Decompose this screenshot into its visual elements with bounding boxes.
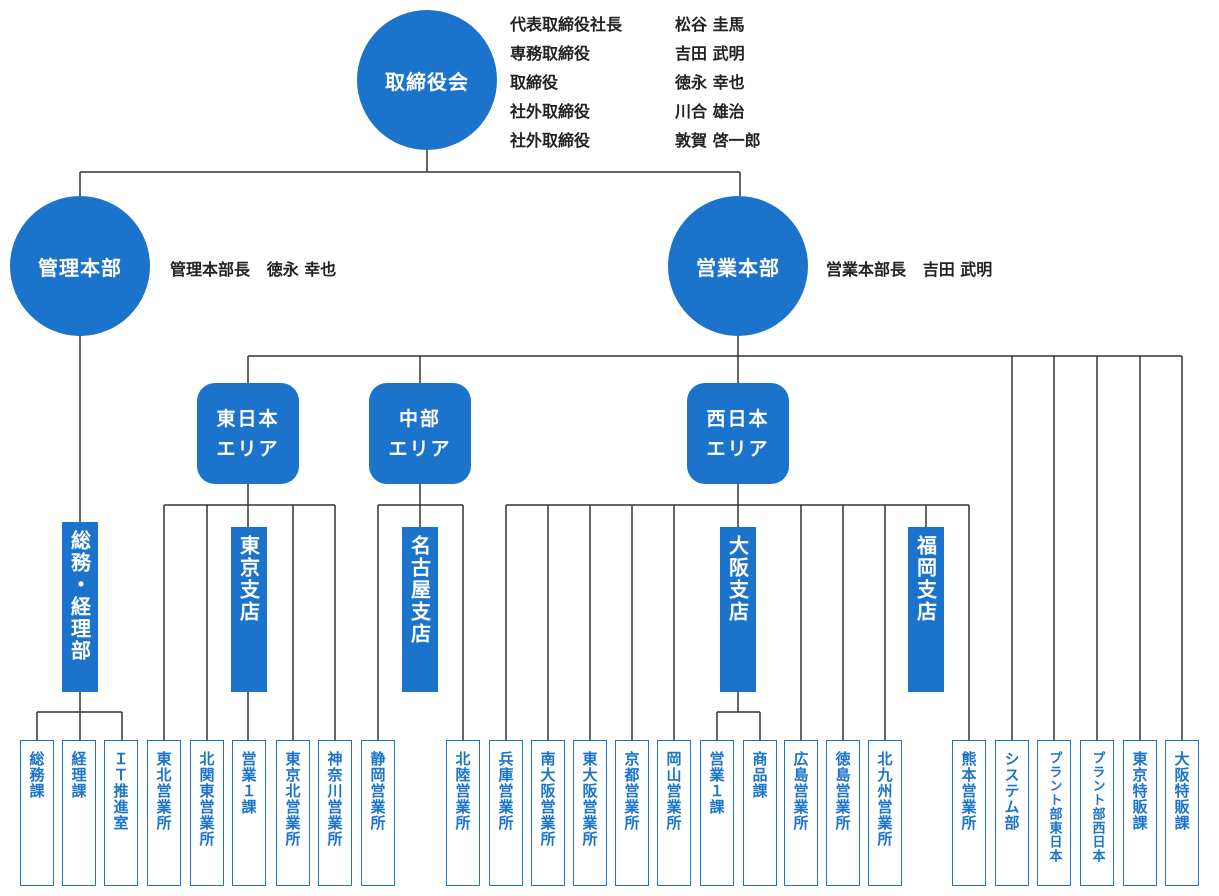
leaf-unit: 徳島営業所 [826, 740, 860, 886]
leaf-unit: 大阪特販課 [1165, 740, 1199, 886]
leaf-unit: プラント部西日本 [1080, 740, 1114, 886]
central-area-node: 中部 エリア [369, 383, 471, 484]
leaf-unit: 広島営業所 [784, 740, 818, 886]
leaf-unit: 神奈川営業所 [318, 740, 352, 886]
board-member: 取締役徳永 幸也 [510, 73, 745, 92]
leaf-unit: プラント部東日本 [1037, 740, 1071, 886]
leaf-unit: 静岡営業所 [361, 740, 395, 886]
leaf-unit: 商品課 [743, 740, 777, 886]
sales-hq-node: 営業本部 [668, 196, 808, 336]
osaka-branch: 大阪支店 [720, 527, 756, 692]
leaf-unit: システム部 [995, 740, 1029, 886]
board-member: 代表取締役社長松谷 圭馬 [510, 15, 745, 34]
leaf-unit: ＩＴ推進室 [104, 740, 138, 886]
leaf-unit: 熊本営業所 [952, 740, 986, 886]
leaf-unit: 北九州営業所 [868, 740, 902, 886]
admin-hq-head: 管理本部長 徳永 幸也 [170, 260, 337, 279]
leaf-unit: 京都営業所 [615, 740, 649, 886]
nagoya-branch: 名古屋支店 [402, 527, 438, 692]
tokyo-branch: 東京支店 [231, 527, 267, 692]
leaf-unit: 営業１課 [232, 740, 266, 886]
leaf-unit: 北陸営業所 [446, 740, 480, 886]
leaf-unit: 岡山営業所 [657, 740, 691, 886]
general-accounting-dept: 総務・経理部 [62, 522, 98, 692]
leaf-unit: 東京特販課 [1123, 740, 1157, 886]
leaf-unit: 東京北営業所 [276, 740, 310, 886]
board-node: 取締役会 [357, 10, 497, 150]
east-area-node: 東日本 エリア [197, 383, 299, 484]
leaf-unit: 東大阪営業所 [573, 740, 607, 886]
sales-hq-head: 営業本部長 吉田 武明 [826, 260, 993, 279]
leaf-unit: 東北営業所 [147, 740, 181, 886]
board-members: 代表取締役社長松谷 圭馬 専務取締役吉田 武明 取締役徳永 幸也 社外取締役川合… [510, 10, 761, 155]
board-member: 専務取締役吉田 武明 [510, 44, 745, 63]
board-member: 社外取締役敦賀 啓一郎 [510, 131, 761, 150]
leaf-unit: 経理課 [62, 740, 96, 886]
fukuoka-branch: 福岡支店 [908, 527, 944, 692]
leaf-unit: 営業１課 [700, 740, 734, 886]
leaf-unit: 総務課 [20, 740, 54, 886]
leaf-unit: 兵庫営業所 [489, 740, 523, 886]
admin-hq-node: 管理本部 [10, 196, 150, 336]
leaf-unit: 北関東営業所 [190, 740, 224, 886]
west-area-node: 西日本 エリア [687, 383, 789, 484]
leaf-unit: 南大阪営業所 [531, 740, 565, 886]
board-member: 社外取締役川合 雄治 [510, 102, 745, 121]
